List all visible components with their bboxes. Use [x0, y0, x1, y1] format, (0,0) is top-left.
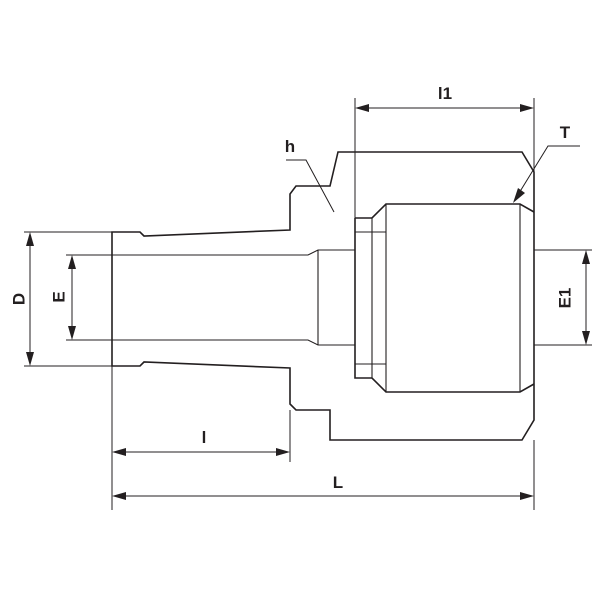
- dim-E: [68, 255, 76, 340]
- leader-h: [286, 159, 335, 213]
- dim-D: [26, 232, 34, 366]
- label-T: T: [560, 123, 571, 142]
- label-l: l: [202, 428, 207, 447]
- dim-E1: [582, 250, 590, 345]
- upper-profile: [111, 151, 535, 238]
- label-h: h: [285, 137, 295, 156]
- label-E: E: [49, 291, 68, 302]
- label-E1: E1: [555, 288, 574, 309]
- thread-section: [354, 203, 535, 393]
- label-L: L: [333, 473, 343, 492]
- leader-T: [513, 145, 580, 203]
- label-D: D: [9, 293, 28, 305]
- extension-lines: [24, 98, 592, 510]
- label-l1: l1: [438, 84, 452, 103]
- fitting-outline: [111, 151, 535, 441]
- lower-profile: [111, 356, 535, 441]
- dim-l: [112, 448, 290, 456]
- dim-l1: [355, 104, 534, 112]
- stub-bore: [112, 249, 355, 346]
- dim-L: [112, 492, 534, 500]
